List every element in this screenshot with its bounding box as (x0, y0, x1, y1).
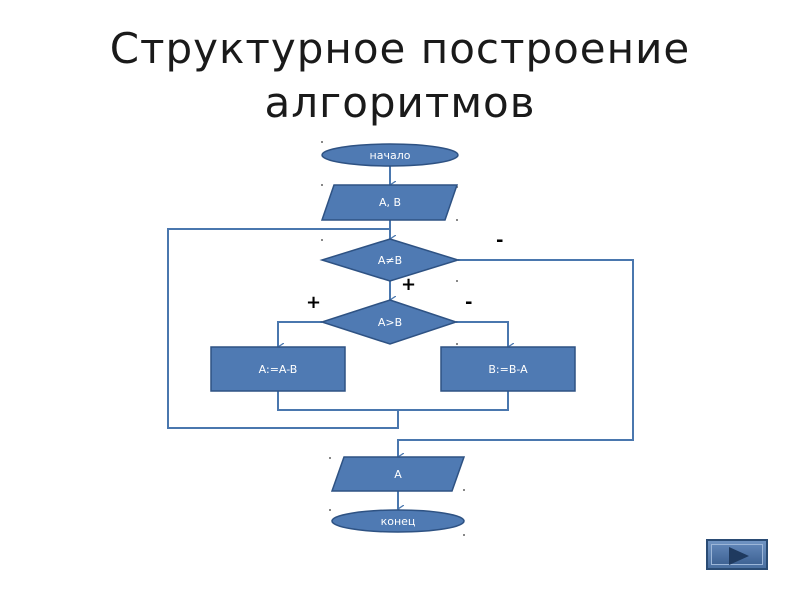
connectors (167, 166, 634, 509)
dot-marks (321, 141, 465, 536)
connector-merge (277, 391, 509, 411)
sign-neq-yes: + (401, 274, 416, 295)
connector-neq-exit (398, 259, 634, 457)
node-output-label: A (394, 468, 402, 481)
sign-neq-no: - (496, 230, 503, 251)
node-start-label: начало (370, 149, 411, 162)
connector-loop-back (167, 228, 399, 429)
node-end: конец (331, 509, 465, 533)
title-line-2: алгоритмов (264, 78, 536, 127)
node-input: A, B (320, 184, 459, 221)
connector-gt-left (278, 321, 322, 347)
node-assign-right-label: B:=B-A (488, 363, 528, 376)
slide-title: Структурное построение алгоритмов (0, 22, 800, 130)
node-start: начало (321, 143, 459, 167)
node-assign-left-label: A:=A-B (259, 363, 298, 376)
node-condition-neq: A≠B (319, 238, 461, 282)
node-output: A (330, 456, 466, 492)
node-assign-left: A:=A-B (210, 346, 346, 392)
sign-gt-no: - (465, 292, 472, 313)
play-next-icon (729, 547, 749, 565)
sign-gt-yes: + (306, 292, 321, 313)
connector-gt-right (456, 321, 508, 347)
title-line-1: Структурное построение (109, 24, 691, 73)
node-condition-gt: A>B (319, 299, 459, 345)
node-assign-right: B:=B-A (440, 346, 576, 392)
node-input-label: A, B (379, 196, 401, 209)
node-condition-gt-label: A>B (378, 316, 402, 329)
node-condition-neq-label: A≠B (378, 254, 402, 267)
next-slide-button[interactable] (706, 539, 768, 570)
node-end-label: конец (381, 515, 416, 528)
